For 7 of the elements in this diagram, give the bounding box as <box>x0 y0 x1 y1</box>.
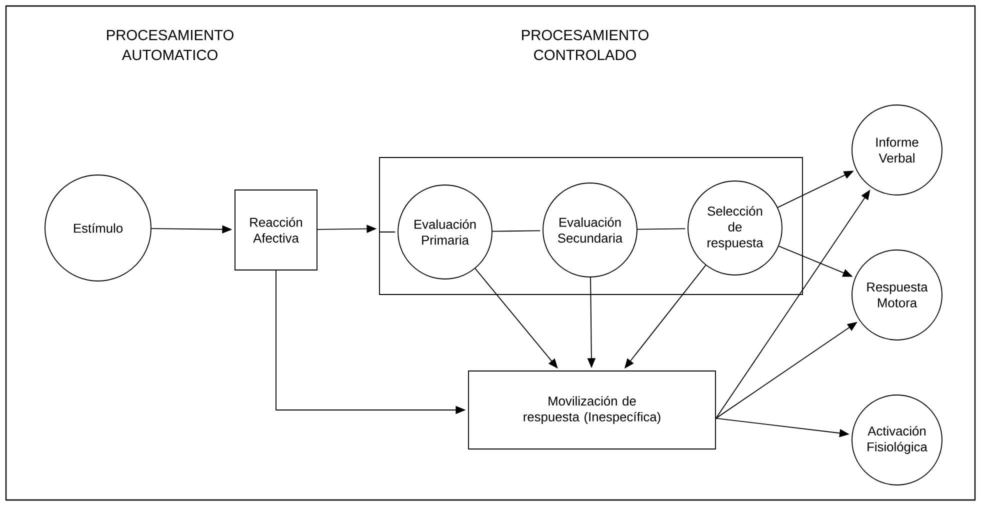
process-box: Movilización de respuesta (Inespecífica) <box>468 370 716 450</box>
connector-line <box>492 230 541 232</box>
group-box <box>379 157 803 295</box>
heading: PROCESAMIENTO AUTOMATICO <box>107 30 234 60</box>
connector-line <box>637 228 686 230</box>
heading: PROCESAMIENTO CONTROLADO <box>522 30 648 60</box>
process-box: Reacción Afectiva <box>234 190 318 270</box>
